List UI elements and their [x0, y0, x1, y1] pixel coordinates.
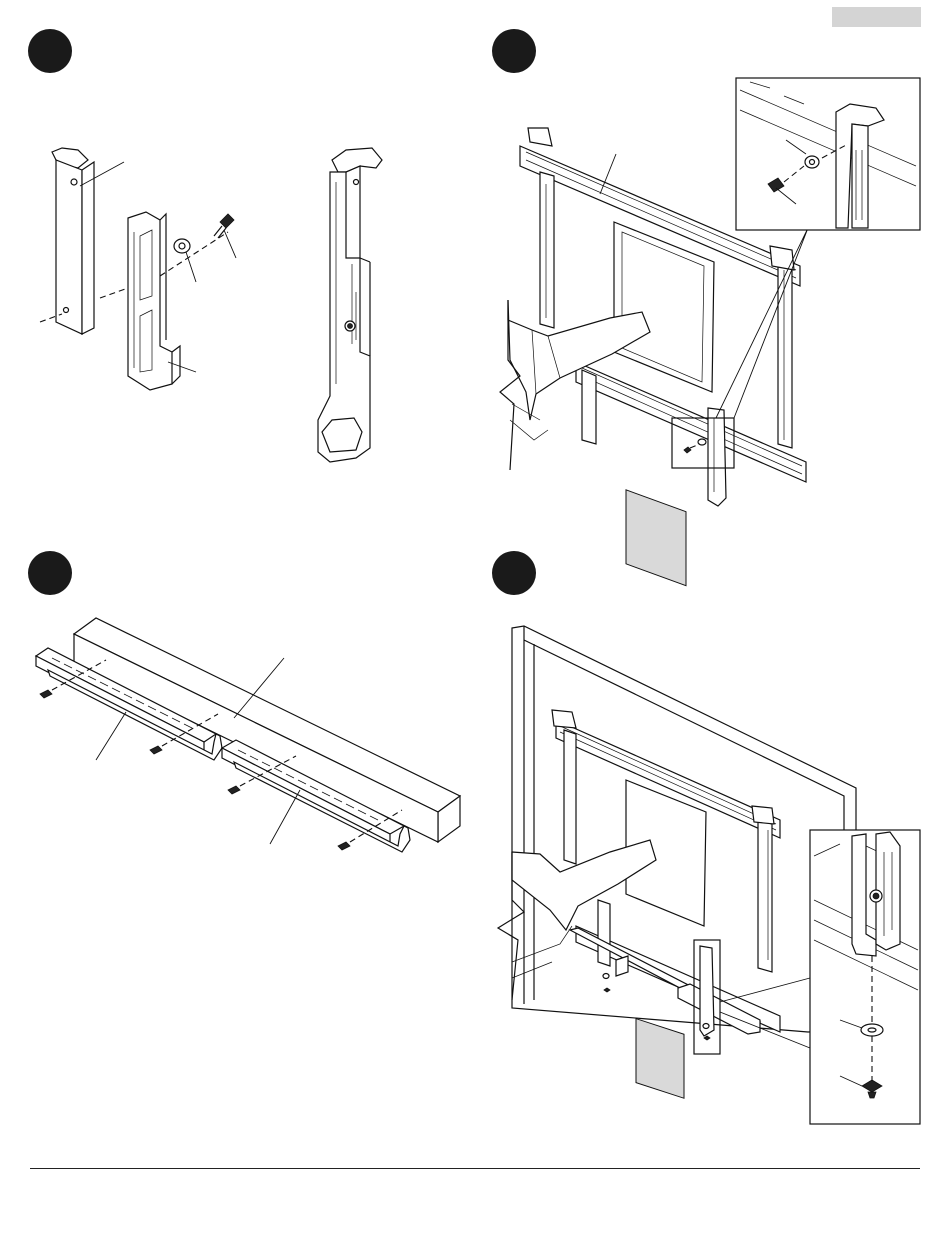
page-divider [30, 1168, 920, 1169]
